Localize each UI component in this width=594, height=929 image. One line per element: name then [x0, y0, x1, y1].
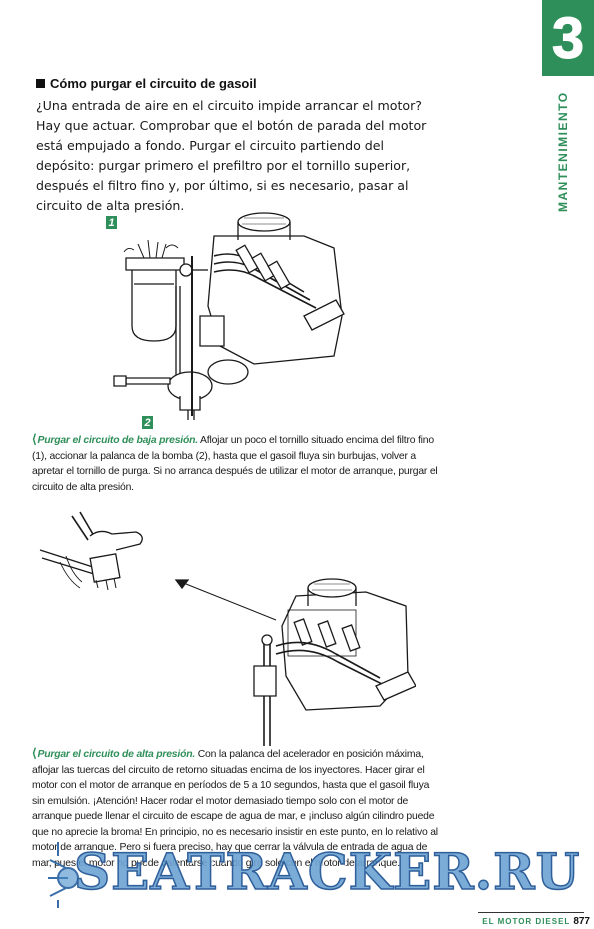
footer-rule — [478, 912, 584, 913]
caption-chevron-icon: ⟨ — [32, 746, 37, 760]
seatracker-watermark — [28, 838, 568, 908]
chapter-number-tab: 3 — [542, 0, 594, 76]
chapter-side-label: MANTENIMIENTO — [556, 91, 570, 212]
section-title: Cómo purgar el circuito de gasoil — [36, 76, 456, 91]
square-bullet-icon — [36, 79, 45, 88]
low-pressure-circuit-illustration: 1 2 — [104, 196, 354, 429]
high-pressure-circuit-illustration — [36, 496, 417, 748]
caption-low-pressure: ⟨Purgar el circuito de baja presión. Afl… — [32, 432, 442, 495]
callout-2-badge: 2 — [142, 416, 153, 429]
caption-low-pressure-lead: Purgar el circuito de baja presión. — [37, 435, 198, 446]
section-title-text: Cómo purgar el circuito de gasoil — [50, 76, 257, 91]
caption-high-pressure-body: Con la palanca del acelerador en posició… — [32, 749, 438, 869]
caption-low-pressure-body: Aflojar un poco el tornillo situado enci… — [32, 435, 438, 493]
footer-book-title: EL MOTOR DIESEL — [482, 917, 571, 926]
page-footer: EL MOTOR DIESEL 877 — [470, 916, 590, 927]
intro-paragraph: ¿Una entrada de aire en el circuito impi… — [36, 98, 427, 213]
caption-high-pressure-lead: Purgar el circuito de alta presión. — [37, 749, 196, 760]
caption-chevron-icon: ⟨ — [32, 432, 37, 446]
callout-1-badge: 1 — [106, 216, 117, 229]
caption-high-pressure: ⟨Purgar el circuito de alta presión. Con… — [32, 746, 442, 871]
watermark-text: SEATRACKER.RU — [73, 841, 581, 902]
footer-page-number: 877 — [573, 916, 590, 927]
